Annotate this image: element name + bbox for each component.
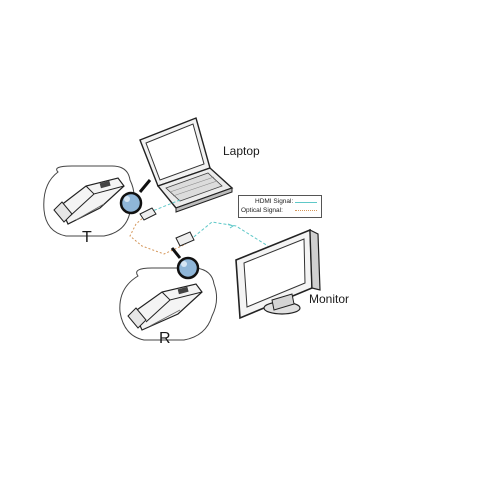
transmitter-device-icon: [53, 177, 125, 225]
legend-hdmi-label: HDMI Signal:: [255, 198, 294, 205]
transmitter-unit-icon: [139, 207, 157, 221]
legend-hdmi-line: [295, 202, 317, 203]
transmitter-label: T: [82, 229, 92, 246]
laptop-label: Laptop: [223, 144, 260, 158]
transmitter-callout: [43, 165, 135, 237]
receiver-label: R: [159, 330, 171, 347]
laptop-icon: [139, 117, 234, 213]
legend-optical-line: [295, 210, 317, 211]
receiver-device-icon: [127, 283, 203, 331]
monitor-label: Monitor: [309, 292, 350, 306]
transmitter-magnifier-icon: [119, 179, 152, 215]
receiver-unit-icon: [175, 231, 195, 247]
receiver-callout: [119, 267, 218, 341]
signal-legend: HDMI Signal: Optical Signal:: [238, 195, 322, 218]
optical-cable: [129, 215, 187, 255]
legend-optical-label: Optical Signal:: [241, 207, 283, 214]
monitor-icon: [235, 228, 321, 320]
receiver-magnifier-icon: [170, 247, 200, 280]
